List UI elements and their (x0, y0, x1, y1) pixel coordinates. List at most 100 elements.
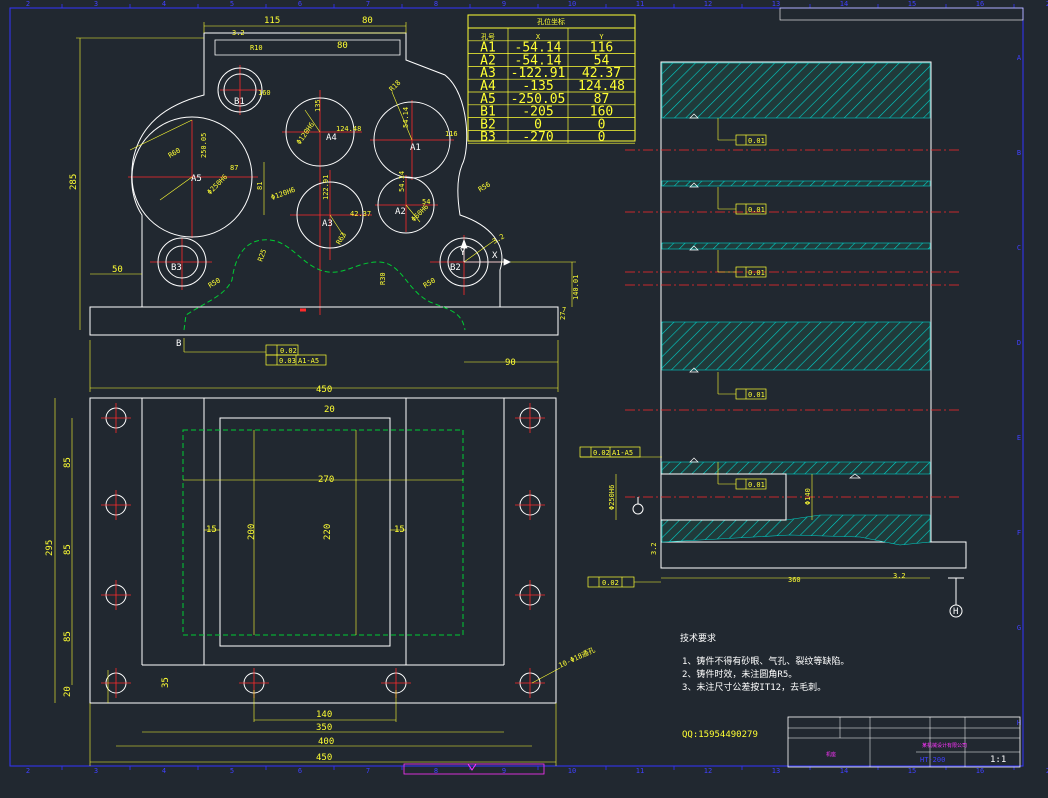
column-mark: 3 (94, 767, 98, 775)
dim-left-85a: 85 (63, 457, 73, 468)
dim-top-200: 200 (247, 524, 257, 540)
column-mark: 6 (298, 0, 302, 8)
section-dim-360: 360 (788, 576, 801, 584)
hole-table-cell: -270 (522, 130, 553, 145)
section-hatch (661, 62, 931, 546)
section-small-tol: 0.01 (748, 269, 765, 277)
section-view: 0.010.010.010.010.01 0.02 A1-A5 Φ250H6 Φ… (579, 61, 967, 618)
dim-r25: R25 (256, 248, 268, 263)
notes-title: 技术要求 (680, 632, 716, 644)
dim-bottom-350: 350 (316, 723, 332, 733)
dim-left-85c: 85 (63, 631, 73, 642)
hole-table-cell: 0 (598, 117, 606, 132)
column-mark: 9 (502, 767, 506, 775)
section-bottom-tol: 0.02 (602, 579, 619, 587)
label-a5: A5 (191, 174, 202, 184)
dim-left-295: 295 (45, 540, 55, 556)
section-circle-tag: H (953, 607, 958, 617)
hole-table-cell: -205 (522, 105, 553, 120)
section-dims: 0.02 A1-A5 Φ250H6 Φ140 360 3.2 3.2 0.02 … (579, 446, 964, 618)
hole-table-header: Y (599, 33, 604, 41)
top-dimension-texts: 20 270 15 200 220 15 85 85 85 20 295 35 … (45, 405, 596, 763)
dim-h-81: 81 (256, 182, 264, 190)
section-roughness: 3.2 (650, 542, 658, 555)
front-dimension-texts: 115 80 80 R10 3.2 285 50 160 135 124.48 … (69, 16, 580, 395)
tol-parallel-value: 0.03 (279, 357, 296, 365)
front-view: 115 80 80 R10 3.2 285 50 160 135 124.48 … (69, 16, 580, 395)
column-mark: 5 (230, 0, 234, 8)
tol-flatness-value: 0.02 (280, 347, 297, 355)
dim-left-85b: 85 (63, 544, 73, 555)
label-a4: A4 (326, 133, 337, 143)
label-b2: B2 (450, 263, 461, 273)
dim-a3-122: 122.91 (322, 175, 330, 200)
hole-table-header: X (536, 33, 541, 41)
dim-top-80: 80 (362, 16, 373, 26)
dim-a1-116: 116 (445, 130, 458, 138)
title-block: 机座 某机械设计有限公司 HT-200 1:1 (787, 716, 1021, 768)
note-item-3: 3、未注尺寸公差按IT12，去毛刺。 (682, 681, 826, 693)
hole-table-cell: A1 (480, 41, 496, 56)
row-mark: H (1017, 719, 1021, 727)
hole-table-cell: -250.05 (511, 92, 566, 107)
section-small-tol: 0.01 (748, 206, 765, 214)
column-mark: 16 (976, 767, 984, 775)
label-b1: B1 (234, 97, 245, 107)
front-body-outline (89, 32, 559, 336)
dim-a3-diameter: Φ120H6 (270, 186, 297, 202)
section-small-tol: 0.01 (748, 481, 765, 489)
dim-r50-right: R50 (422, 276, 437, 289)
column-mark: 4 (162, 767, 166, 775)
row-mark: A (1017, 54, 1022, 62)
dim-a1-radius: R18 (388, 79, 403, 94)
hole-table-cell: 124.48 (578, 79, 625, 94)
top-view: 20 270 15 200 220 15 85 85 85 20 295 35 … (45, 397, 596, 766)
dim-a1-54: 54.14 (402, 107, 410, 128)
hole-table-cell: -122.91 (511, 66, 566, 81)
section-dia-right: Φ140 (804, 488, 812, 505)
label-a2: A2 (395, 207, 406, 217)
column-mark: 11 (636, 767, 644, 775)
column-mark: 2 (1046, 767, 1048, 775)
front-hidden-profile (183, 239, 466, 331)
hole-table-cell: -54.14 (515, 53, 562, 68)
column-mark: 14 (840, 0, 848, 8)
section-dia-left: Φ250H6 (608, 485, 616, 510)
row-mark: C (1017, 244, 1021, 252)
dim-holes-note: 10-Φ18通孔 (557, 645, 596, 670)
section-centerlines (625, 149, 960, 498)
label-y-axis: Y (460, 248, 466, 258)
hole-table-cell: A3 (480, 66, 496, 81)
column-mark: 6 (298, 767, 302, 775)
column-mark: 7 (366, 0, 370, 8)
section-small-tol: 0.01 (748, 137, 765, 145)
coordinate-axes (460, 238, 511, 266)
dim-a4-135: 135 (314, 99, 322, 112)
label-datum-b: B (176, 339, 181, 349)
dim-bottom-450: 450 (316, 385, 332, 395)
section-roughness-2: 3.2 (893, 572, 906, 580)
column-mark: 10 (568, 0, 576, 8)
row-mark: E (1017, 434, 1021, 442)
hole-table-cell: 160 (590, 105, 613, 120)
column-mark: 2 (26, 767, 30, 775)
section-tolerance-frames: 0.010.010.010.010.01 (689, 113, 861, 490)
column-mark: 5 (230, 767, 234, 775)
front-dimension-lines (76, 22, 576, 392)
dim-a2-54b: 54 (422, 198, 430, 206)
dim-a4-124: 124.48 (336, 125, 361, 133)
dim-b1-160: 160 (258, 89, 271, 97)
dim-a5-radius: R60 (167, 146, 182, 159)
label-x-axis: X (492, 251, 498, 261)
dim-r10: R10 (250, 44, 263, 52)
label-b3: B3 (171, 263, 182, 273)
top-view-holes (101, 403, 545, 698)
row-mark: D (1017, 339, 1021, 347)
column-mark: 16 (976, 0, 984, 8)
title-part-name: 机座 (826, 751, 836, 758)
column-mark: 12 (704, 767, 712, 775)
